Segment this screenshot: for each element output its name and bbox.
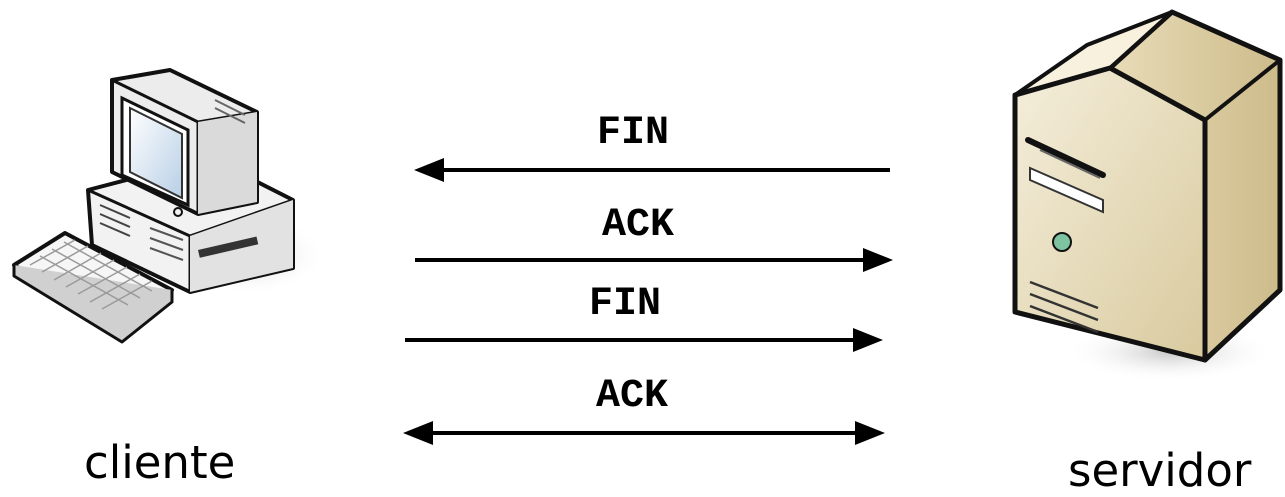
server-label: servidor [1068,444,1252,497]
message-label-fin-1: FIN [597,111,670,156]
arrowhead-left-1 [414,158,444,182]
arrowhead-right-2 [863,248,893,272]
arrowhead-right-3 [853,328,883,352]
message-label-ack-1: ACK [602,203,675,248]
desktop-computer-icon [12,68,325,344]
arrowhead-right-4 [855,421,885,445]
message-label-fin-2: FIN [589,282,662,327]
tower-server-icon [1012,9,1283,382]
arrowhead-left-4 [403,421,433,445]
message-label-ack-2: ACK [596,374,669,419]
message-arrows [403,158,893,445]
client-label: cliente [84,436,236,489]
